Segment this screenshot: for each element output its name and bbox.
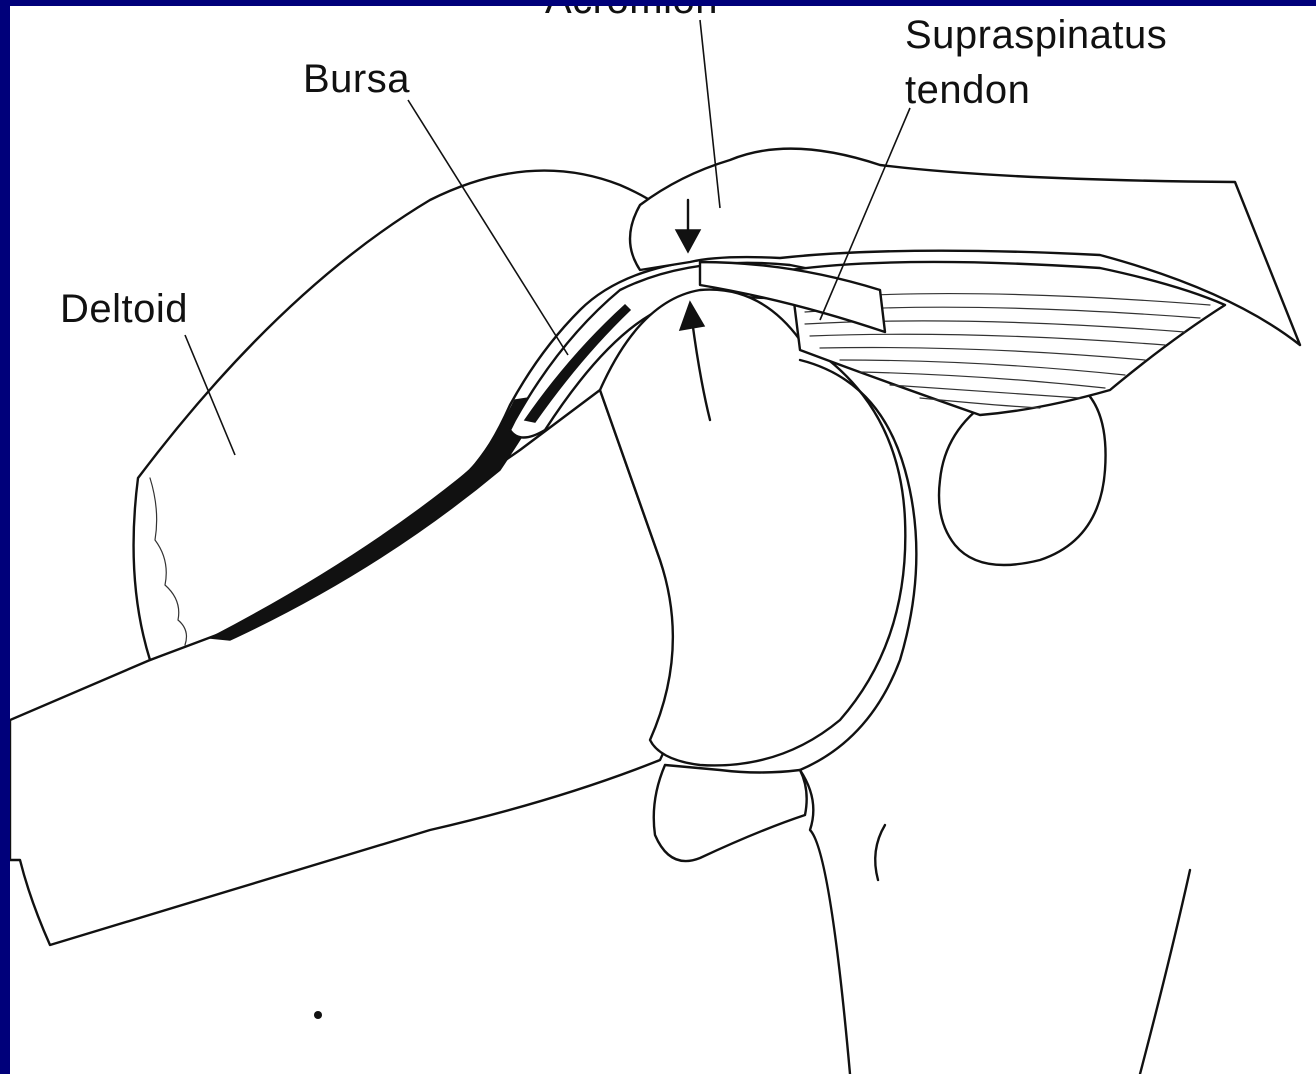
speck-mark bbox=[314, 1011, 322, 1019]
scapula-neck bbox=[800, 770, 850, 1074]
tendon-label: tendon bbox=[905, 70, 1030, 110]
acromion-label-partial: Acromion bbox=[545, 6, 718, 20]
shoulder-anatomy-illustration: Acromion Bursa Supraspinatus tendon Delt… bbox=[10, 6, 1316, 1074]
shoulder-drawing bbox=[10, 6, 1316, 1074]
scapula-body bbox=[1140, 870, 1190, 1074]
scapula-lower-outline bbox=[875, 825, 885, 880]
deltoid-label: Deltoid bbox=[60, 289, 188, 329]
supraspinatus-label: Supraspinatus bbox=[905, 15, 1167, 55]
inferior-capsule bbox=[654, 765, 807, 861]
bursa-label: Bursa bbox=[303, 59, 410, 99]
